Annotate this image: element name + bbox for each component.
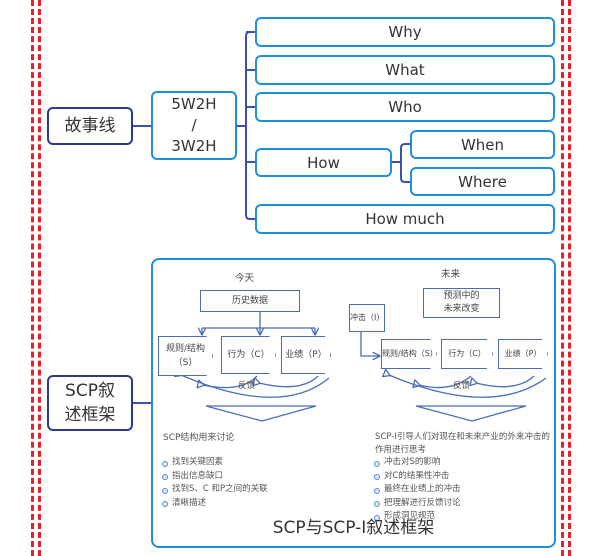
today-history-data-label: 历史数据 <box>231 296 268 306</box>
method-node-5w2h-3w2h[interactable]: 5W2H / 3W2H <box>151 91 237 160</box>
future-impact-label: 冲击（I） <box>350 313 385 322</box>
scp-root-node[interactable]: SCP叙 述框架 <box>47 375 133 431</box>
today-c-box: 行为（C） <box>221 336 276 374</box>
branch-node-when[interactable]: When <box>410 130 555 159</box>
future-c-label: 行为（C） <box>448 349 486 358</box>
today-bullet-item: 指出信息缺口 <box>161 470 268 484</box>
branch-label-how: How <box>307 153 340 172</box>
today-bullet-item: 找到关键因素 <box>161 456 268 470</box>
today-feedback-label: 反馈 <box>238 381 256 391</box>
future-bullet-item: 对C的结果性冲击 <box>373 470 461 484</box>
future-intro-line-1: SCP-I引导人们对现在和未来产业的外来冲击的 <box>375 432 550 442</box>
future-predicted-line-1: 预测中的 <box>443 291 480 301</box>
branch-node-who[interactable]: Who <box>255 92 555 122</box>
future-s-box: 规则/结构（S） <box>381 339 437 369</box>
today-funnel-chevron <box>205 405 317 422</box>
today-feedback-arc-p-to-c <box>259 375 319 388</box>
scp-framework-panel: 今天 历史数据 规则/结构 （S） 行为（C） 业绩（P） 反馈 SCP结构用来… <box>151 258 556 548</box>
future-feedback-arc-c-to-s <box>419 375 472 388</box>
branch-node-how-much[interactable]: How much <box>255 204 555 234</box>
today-bullet-item: 清晰描述 <box>161 497 268 511</box>
future-impact-box: 冲击（I） <box>349 304 385 332</box>
today-c-label: 行为（C） <box>227 350 270 360</box>
today-feedback-arc-long <box>181 375 330 398</box>
branch-label-where: Where <box>458 172 507 191</box>
branch-label-how-much: How much <box>365 210 445 228</box>
branch-node-what[interactable]: What <box>255 55 555 85</box>
scp-root-label-line-1: SCP叙 <box>65 381 115 401</box>
scp-sketch-lines <box>151 310 547 422</box>
branch-label-who: Who <box>388 98 422 116</box>
future-bullet-list: 冲击对S的影响 对C的结果性冲击 最终在业绩上的冲击 把理解进行反馈讨论 形成洞… <box>373 456 461 524</box>
today-p-box: 业绩（P） <box>281 336 331 374</box>
future-heading: 未来 <box>441 269 461 280</box>
method-label-line-2: / <box>191 116 197 134</box>
storyline-root-label: 故事线 <box>64 116 116 136</box>
future-intro-line-2: 作用进行思考 <box>375 445 427 455</box>
future-feedback-arc-p-to-c <box>476 375 535 388</box>
future-feedback-label: 反馈 <box>453 381 471 391</box>
future-bullet-item: 冲击对S的影响 <box>373 456 461 470</box>
right-margin-dashed-line-outer <box>568 0 571 556</box>
today-bullet-item: 找到S、C 和P之间的关联 <box>161 483 268 497</box>
today-bullet-list: 找到关键因素 指出信息缺口 找到S、C 和P之间的关联 清晰描述 <box>161 456 268 510</box>
today-s-box: 规则/结构 （S） <box>158 336 213 376</box>
today-history-data-box: 历史数据 <box>200 290 300 312</box>
future-bullet-item: 最终在业绩上的冲击 <box>373 483 461 497</box>
future-predicted-line-2: 未来改变 <box>443 304 480 314</box>
method-label-line-3: 3W2H <box>171 137 217 155</box>
storyline-root-node[interactable]: 故事线 <box>47 107 133 145</box>
today-s-label-line-1: 规则/结构 <box>165 344 206 354</box>
future-c-box: 行为（C） <box>441 339 493 369</box>
future-bullet-item: 把理解进行反馈讨论 <box>373 497 461 511</box>
branch-label-why: Why <box>388 23 422 41</box>
right-margin-dashed-line-inner <box>561 0 564 556</box>
future-bullet-item: 形成洞见规范 <box>373 510 461 524</box>
future-funnel-chevron <box>415 405 527 422</box>
future-predicted-change-box: 预测中的 未来改变 <box>423 288 500 318</box>
branch-node-why[interactable]: Why <box>255 17 555 47</box>
future-p-box: 业绩（P） <box>498 339 548 369</box>
branch-label-when: When <box>460 135 505 154</box>
future-s-label: 规则/结构（S） <box>382 349 438 358</box>
today-intro-text: SCP结构用来讨论 <box>163 433 235 443</box>
left-margin-dashed-line-inner <box>38 0 41 556</box>
connector-how-spine <box>400 143 410 183</box>
connector-branch-spine <box>245 31 255 220</box>
future-arrow-impact-to-s <box>360 330 379 356</box>
future-feedback-arc-long <box>389 375 547 398</box>
branch-node-how[interactable]: How <box>255 148 392 177</box>
left-margin-dashed-line-outer <box>31 0 34 556</box>
today-heading: 今天 <box>235 273 255 284</box>
scp-panel-title: SCP与SCP-I叙述框架 <box>272 518 435 538</box>
method-label-line-1: 5W2H <box>171 95 217 113</box>
future-p-label: 业绩（P） <box>504 349 542 358</box>
today-p-label: 业绩（P） <box>285 350 327 360</box>
branch-node-where[interactable]: Where <box>410 167 555 196</box>
scp-root-label-line-2: 述框架 <box>64 405 116 425</box>
branch-label-what: What <box>385 61 425 79</box>
today-s-label-line-2: （S） <box>173 358 198 368</box>
